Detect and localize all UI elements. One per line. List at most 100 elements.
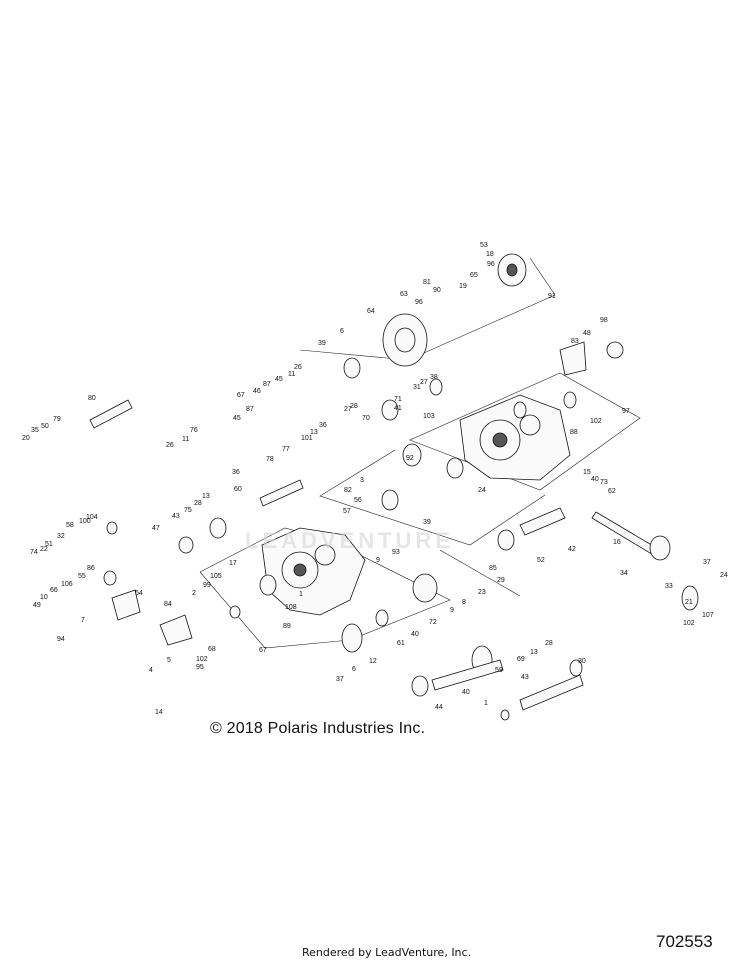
transmission-housing-right[interactable]: [459, 394, 571, 481]
callout-label: 11: [182, 436, 189, 443]
callout-label: 13: [202, 493, 210, 500]
callout-label: 49: [33, 602, 41, 609]
callout-label: 105: [210, 573, 222, 580]
callout-label: 7: [81, 617, 85, 624]
callout-label: 80: [88, 395, 96, 402]
callout-label: 79: [53, 416, 61, 423]
callout-label: 89: [283, 623, 291, 630]
callout-label: 37: [703, 559, 711, 566]
callout-label: 39: [318, 340, 326, 347]
callout-label: 61: [397, 640, 405, 647]
callout-label: 99: [203, 582, 211, 589]
callout-label: 40: [462, 689, 470, 696]
group-frames: [199, 257, 641, 649]
bearings[interactable]: [178, 357, 583, 721]
callout-label: 92: [406, 455, 414, 462]
callout-label: 108: [285, 604, 297, 611]
callout-label: 64: [367, 308, 375, 315]
document-number: 702553: [656, 932, 713, 951]
callout-label: 87: [263, 381, 271, 388]
gears[interactable]: [209, 399, 493, 675]
callout-label: 27: [344, 406, 352, 413]
callout-label: 74: [30, 549, 38, 556]
shafts[interactable]: [89, 399, 661, 711]
callout-label: 65: [470, 272, 478, 279]
callout-label: 41: [394, 405, 402, 412]
callout-label: 27: [420, 379, 428, 386]
callout-label: 43: [172, 513, 180, 520]
callout-label: 83: [571, 338, 579, 345]
callout-label: 60: [234, 486, 242, 493]
callout-label: 68: [208, 646, 216, 653]
callout-label: 55: [78, 573, 86, 580]
callout-label: 94: [57, 636, 65, 643]
callout-label: 45: [275, 376, 283, 383]
callout-label: 56: [354, 497, 362, 504]
callout-label: 87: [246, 406, 254, 413]
callout-label: 88: [570, 429, 578, 436]
callout-label: 58: [66, 522, 74, 529]
transmission-housing-left[interactable]: [261, 527, 366, 616]
callout-label: 36: [232, 469, 240, 476]
callout-label: 9: [450, 607, 454, 614]
callout-label: 26: [294, 364, 302, 371]
callout-label: 52: [537, 557, 545, 564]
callout-label: 98: [600, 317, 608, 324]
callout-label: 102: [683, 620, 695, 627]
callout-label: 10: [40, 594, 48, 601]
callout-label: 1: [299, 591, 303, 598]
callout-label: 67: [259, 647, 267, 654]
callout-label: 71: [394, 396, 402, 403]
callout-label: 16: [613, 539, 621, 546]
callout-label: 97: [622, 408, 630, 415]
callout-label: 44: [435, 704, 443, 711]
callout-label: 67: [237, 392, 245, 399]
callout-label: 15: [583, 469, 591, 476]
callout-label: 36: [319, 422, 327, 429]
callout-label: 103: [423, 413, 435, 420]
callout-label: 84: [164, 601, 172, 608]
callout-label: 28: [545, 640, 553, 647]
callout-label: 53: [480, 242, 488, 249]
callout-label: 66: [50, 587, 58, 594]
callout-label: 40: [411, 631, 419, 638]
callout-label: 32: [57, 533, 65, 540]
callout-label: 14: [155, 709, 163, 716]
callout-label: 100: [79, 518, 91, 525]
callout-label: 101: [301, 435, 313, 442]
watermark-text: LEADVENTURE: [245, 528, 455, 553]
callout-label: 77: [282, 446, 290, 453]
rendered-by-footer: Rendered by LeadVenture, Inc.: [302, 946, 472, 959]
callout-label: 17: [229, 560, 237, 567]
callout-label: 30: [578, 658, 586, 665]
callout-label: 4: [149, 667, 153, 674]
shift-parts[interactable]: [103, 341, 699, 646]
callout-label: 28: [350, 403, 358, 410]
callout-label: 93: [392, 549, 400, 556]
callout-label: 39: [423, 519, 431, 526]
callout-label: 91: [548, 293, 556, 300]
callout-label: 33: [665, 583, 673, 590]
ring-gear-64[interactable]: [382, 313, 428, 367]
callout-label: 96: [487, 261, 495, 268]
callout-label: 46: [253, 388, 261, 395]
callout-label: 75: [184, 507, 192, 514]
callout-label: 22: [40, 546, 48, 553]
callout-label: 11: [288, 371, 295, 378]
callout-label: 70: [362, 415, 370, 422]
callout-label: 13: [310, 429, 318, 436]
callout-label: 48: [583, 330, 591, 337]
callout-label: 24: [720, 572, 728, 579]
callout-label: 24: [478, 487, 486, 494]
callout-label: 21: [685, 599, 693, 606]
callout-label: 96: [415, 299, 423, 306]
callout-label: 6: [352, 666, 356, 673]
differential-cage-53[interactable]: [497, 253, 527, 287]
callout-label: 95: [196, 664, 204, 671]
callout-label: 57: [343, 508, 351, 515]
callout-label: 23: [478, 589, 486, 596]
callout-label: 37: [336, 676, 344, 683]
callout-label: 18: [486, 251, 494, 258]
